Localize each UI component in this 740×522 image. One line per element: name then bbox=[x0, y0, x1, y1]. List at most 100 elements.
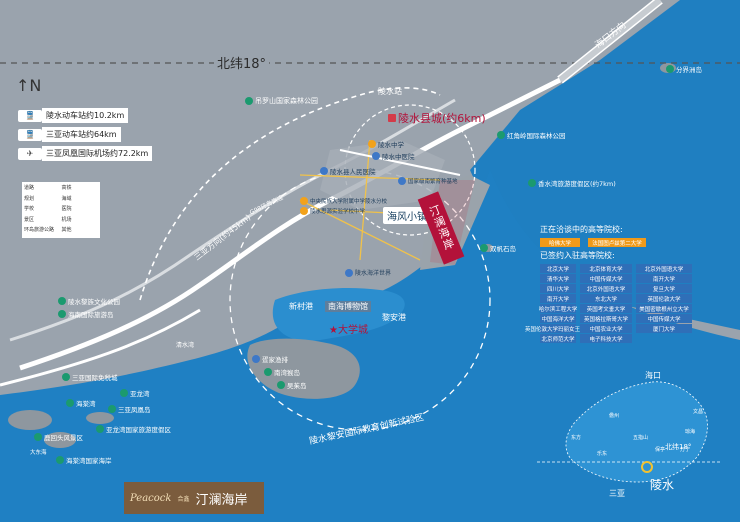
list-item: 国家级南繁育种基地 bbox=[398, 177, 458, 185]
xincun-bay bbox=[272, 288, 405, 341]
school-icon bbox=[300, 197, 308, 205]
park-icon bbox=[58, 297, 66, 305]
lian-port-label: 黎安港 bbox=[382, 313, 406, 322]
beach-icon bbox=[120, 389, 128, 397]
signed-university-badge: 东北大学 bbox=[580, 294, 632, 303]
signed-university-badge: 中国海洋大学 bbox=[540, 314, 576, 323]
dadonghai-label: 大东海 bbox=[30, 450, 47, 456]
list-item: 海南国际旅游岛 bbox=[58, 309, 114, 319]
park-icon bbox=[245, 97, 253, 105]
signed-university-badge: 南开大学 bbox=[636, 274, 692, 283]
inset-lingshui: 陵水 bbox=[650, 478, 675, 492]
park-icon bbox=[56, 456, 64, 464]
list-item: 陵水中医院 bbox=[372, 151, 415, 161]
education-zone-ring bbox=[229, 169, 491, 431]
nanwan-peninsula bbox=[247, 338, 360, 399]
transport-item: ✈ 三亚凤凰国际机场约72.2km bbox=[18, 146, 153, 161]
shopping-icon bbox=[62, 373, 70, 381]
haitang-park-poi: 海棠湾国家海岸 bbox=[56, 455, 112, 465]
park-icon bbox=[96, 425, 104, 433]
yalong-poi: 亚龙湾 bbox=[120, 388, 150, 398]
signed-university-badge: 电子科技大学 bbox=[580, 334, 632, 343]
map-legend: 道路高铁 规划海域 学校医院 景区机场 环岛旅游公路其他 bbox=[22, 182, 100, 238]
school-icon bbox=[368, 140, 376, 148]
farm-icon bbox=[398, 177, 406, 185]
island-icon bbox=[666, 65, 674, 73]
building-university-badge: 哈佛大学 bbox=[540, 238, 580, 247]
signed-universities-title: 已签约入驻高等院校: bbox=[540, 251, 615, 260]
signed-university-badge: 英国伦敦大学 bbox=[636, 294, 692, 303]
signed-university-badge: 北京师范大学 bbox=[540, 334, 576, 343]
hospital-icon bbox=[320, 167, 328, 175]
brand-logo: Peacock 合鑫 汀澜海岸 bbox=[124, 482, 264, 514]
train-icon: 🚆 bbox=[18, 109, 42, 122]
park-icon bbox=[34, 433, 42, 441]
signed-university-badge: 清华大学 bbox=[540, 274, 576, 283]
signed-university-badge: 中国农业大学 bbox=[580, 324, 632, 333]
train-icon: 🚆 bbox=[18, 128, 42, 141]
sanya-expo-poi: 三亚国际免税城 bbox=[62, 372, 118, 382]
lingshui-station-label: 陵水站 bbox=[378, 87, 402, 96]
university-city-label: ★大学城 bbox=[329, 325, 368, 336]
building-universities-title: 正在洽谈中的高等院校: bbox=[540, 225, 623, 234]
wuzhi-poi: 吴茱岛 bbox=[277, 380, 307, 390]
monkey-icon bbox=[264, 368, 272, 376]
transport-item: 🚆 陵水动车站约10.2km bbox=[18, 108, 152, 123]
building-icon bbox=[388, 114, 396, 122]
plane-icon: ✈ bbox=[18, 147, 42, 160]
list-item: 陵水海洋世界 bbox=[345, 268, 391, 277]
diaoluo-park-poi: 吊罗山国家森林公园 bbox=[245, 96, 318, 106]
compass-icon: ↑N bbox=[16, 76, 42, 95]
qingshui-label: 清水湾 bbox=[176, 342, 195, 349]
signed-university-badge: 复旦大学 bbox=[636, 284, 692, 293]
xincun-port-label: 新村港 bbox=[289, 302, 313, 311]
hongma-park-poi: 红角岭国际森林公园 bbox=[497, 130, 566, 140]
signed-university-badge: 北京外国语大学 bbox=[580, 284, 632, 293]
list-item: 陵水黎族文化公园 bbox=[58, 296, 120, 306]
transport-legend: 🚆 陵水动车站约10.2km 🚆 三亚动车站约64km ✈ 三亚凤凰国际机场约7… bbox=[18, 108, 153, 165]
signed-university-badge: 厦门大学 bbox=[636, 324, 692, 333]
beach-icon bbox=[66, 399, 74, 407]
inset-sanya: 三亚 bbox=[609, 489, 625, 498]
fenjie-area-poi: 疍家渔排 bbox=[252, 354, 288, 364]
school-icon bbox=[300, 207, 308, 215]
signed-university-badge: 英国伦敦大学玛丽女王学院 bbox=[525, 324, 591, 333]
fenjie-island-poi: 分界洲岛 bbox=[666, 64, 702, 74]
xiangshui-poi: 香水湾旅游度假区(约7km) bbox=[528, 178, 616, 188]
haitang-poi: 海棠湾 bbox=[66, 398, 96, 408]
haifeng-town-label: 海风小镇 bbox=[383, 207, 431, 224]
universities-panel: 正在洽谈中的高等院校: 哈佛大学法国图卢兹第二大学 已签约入驻高等院校: 北京大… bbox=[525, 224, 735, 343]
park-icon bbox=[58, 310, 66, 318]
museum-label: 南海博物馆 bbox=[325, 301, 371, 312]
signed-university-badge: 英国考文垂大学 bbox=[580, 304, 632, 313]
yalongwan-park-poi: 亚龙湾国家旅游度假区 bbox=[96, 424, 171, 434]
park-icon bbox=[528, 179, 536, 187]
park-icon bbox=[497, 131, 505, 139]
signed-university-badge: 中国传媒大学 bbox=[636, 314, 692, 323]
inset-haikou: 海口 bbox=[645, 371, 661, 380]
hainan-inset-map: 海口 文昌 琼海 万宁 东方 儋州 五指山 保亭 乐东 北纬18° 陵水 三亚 bbox=[537, 362, 720, 512]
park-icon bbox=[108, 405, 116, 413]
list-item: 陵水中学 bbox=[368, 139, 404, 149]
list-item: 陵水县人民医院 bbox=[320, 166, 376, 176]
county-poi: 陵水县城(约6km) bbox=[388, 110, 486, 126]
luhuitou-poi: 鹿回头风景区 bbox=[34, 432, 83, 442]
island-icon bbox=[277, 381, 285, 389]
aquarium-icon bbox=[345, 268, 353, 277]
hospital-icon bbox=[372, 152, 380, 160]
transport-item: 🚆 三亚动车站约64km bbox=[18, 127, 152, 142]
signed-university-badge: 四川大学 bbox=[540, 284, 576, 293]
signed-university-badge: 中国传媒大学 bbox=[580, 274, 632, 283]
signed-university-badge: 北京大学 bbox=[540, 264, 576, 273]
signed-university-badge: 哈尔滨工程大学 bbox=[539, 304, 577, 313]
signed-university-badge: 北京外国语大学 bbox=[636, 264, 692, 273]
signed-university-badge: 北京体育大学 bbox=[580, 264, 632, 273]
shuangfan-island-poi: 双帆石岛 bbox=[480, 243, 516, 253]
list-item: 陵水思源实验学校中学 bbox=[300, 207, 365, 215]
signed-university-badge: 英国格拉斯哥大学 bbox=[580, 314, 632, 323]
list-item: 中央民族大学附属中学陵水分校 bbox=[300, 197, 387, 205]
nanwan-poi: 南湾猴岛 bbox=[264, 367, 300, 377]
sanya-park-poi: 三亚凤凰岛 bbox=[108, 404, 151, 414]
building-university-badge: 法国图卢兹第二大学 bbox=[588, 238, 646, 247]
